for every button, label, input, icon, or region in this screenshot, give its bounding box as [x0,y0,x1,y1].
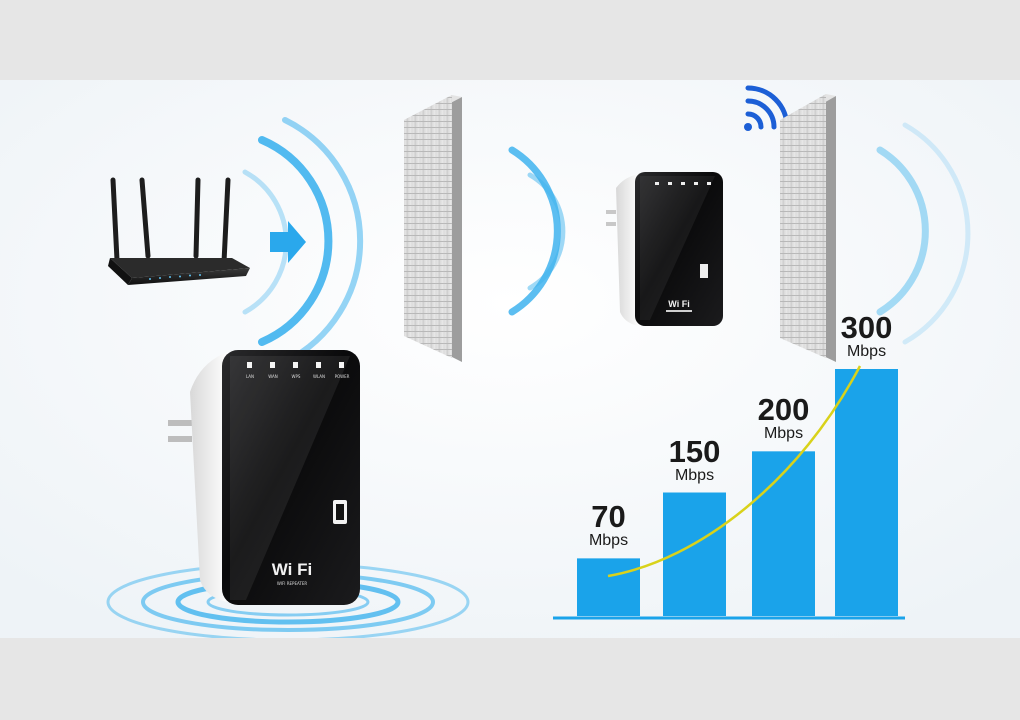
led-row: LAN WAN WPS WLAN POWER [246,362,350,379]
router-icon [108,177,250,285]
bar-value: 70 [591,499,626,535]
bar-value: 200 [757,392,810,428]
bar-value: 150 [668,433,721,469]
led-label: POWER [335,374,350,379]
bar-300 [835,369,898,616]
wall-icon [404,95,462,362]
led-label: WPS [292,374,301,379]
trend-curve [607,365,862,578]
wifi-logo: Wi Fi [272,560,312,579]
wifi-sub-label: WIFI REPEATER [277,581,308,586]
signal-waves-middle [508,146,566,316]
led-label: WLAN [313,374,325,379]
arrow-right-icon [270,221,306,263]
bar-70 [577,558,640,616]
bar-unit: Mbps [674,466,715,484]
bar-unit: Mbps [846,343,887,360]
repeater-device-icon: Wi Fi [606,172,723,326]
led-label: LAN [246,374,254,379]
bar-unit: Mbps [763,425,804,443]
wall-icon-2 [780,94,836,362]
bar-unit: Mbps [588,532,629,550]
product-illustration: Wi Fi [0,80,1020,638]
repeater-device-large: LAN WAN WPS WLAN POWER Wi Fi WIFI REPEAT… [168,350,360,605]
svg-text:Wi Fi: Wi Fi [668,299,689,309]
speed-bar-chart [577,369,898,616]
illustration-art: Wi Fi [0,80,1020,638]
signal-waves-right [876,122,971,345]
led-label: WAN [268,374,277,379]
bar-200 [752,451,815,616]
bar-value: 300 [840,310,893,345]
